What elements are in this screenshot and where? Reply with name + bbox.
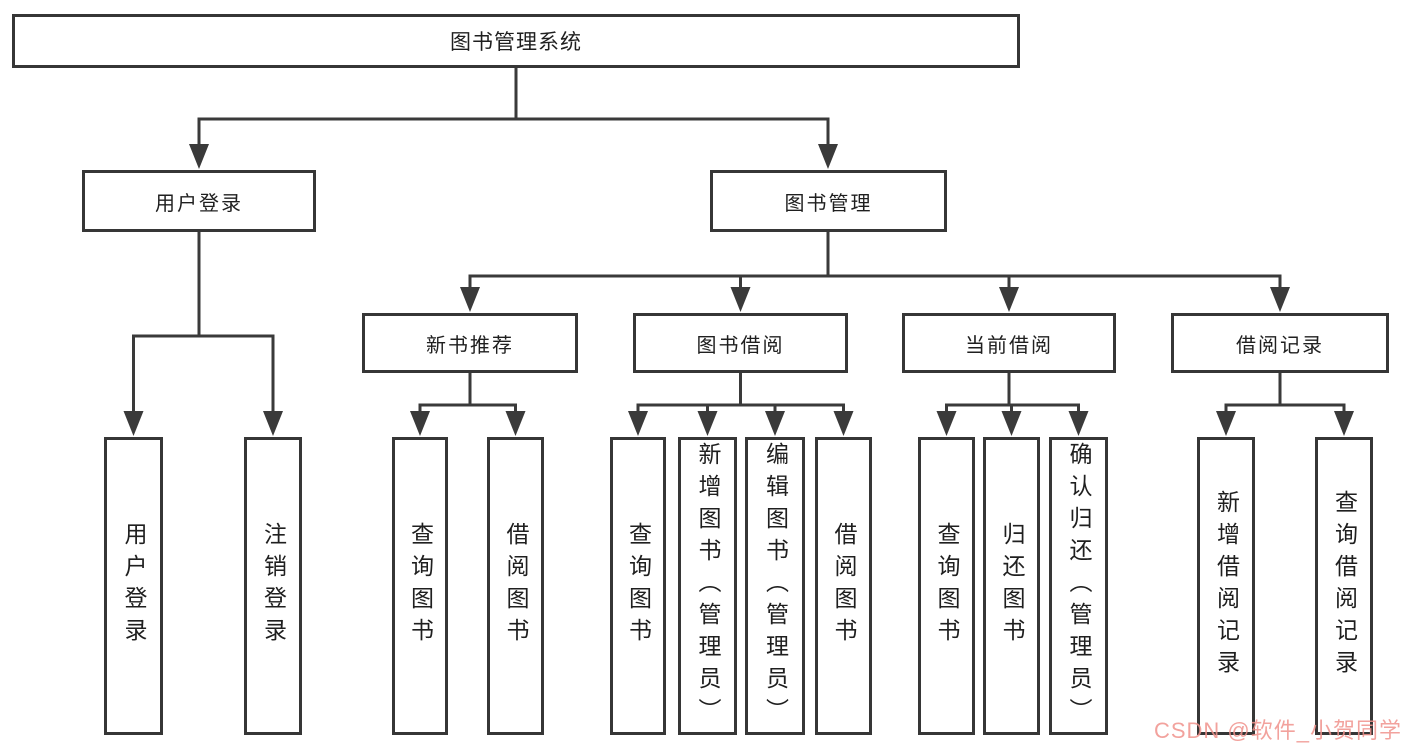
- arrowhead-icon: [697, 411, 718, 436]
- node-logout: 注销登录: [244, 437, 302, 735]
- arrowhead-icon: [833, 411, 854, 436]
- connector-book-management-to-level3: [460, 232, 1290, 312]
- connector-user-login-to-leaves: [123, 232, 283, 436]
- connector-line: [1224, 373, 1346, 414]
- node-cb-return-books: 归还图书: [983, 437, 1040, 735]
- connector-line: [636, 373, 845, 414]
- arrowhead-icon: [730, 287, 751, 312]
- connector-book-borrow-to-leaves: [628, 373, 854, 436]
- node-user-login-leaf: 用户登录: [104, 437, 163, 735]
- connector-line: [132, 232, 275, 413]
- connector-current-borrow-to-leaves: [936, 373, 1089, 436]
- arrowhead-icon: [1001, 411, 1022, 436]
- node-br-query-record: 查询借阅记录: [1315, 437, 1373, 735]
- connector-borrow-record-to-leaves: [1216, 373, 1354, 436]
- node-cb-query-books: 查询图书: [918, 437, 975, 735]
- node-label: 图书管理: [784, 192, 873, 215]
- connector-line: [945, 373, 1080, 414]
- csdn-watermark: CSDN @软件_小贺同学: [1153, 718, 1402, 743]
- node-label: 当前借阅: [965, 334, 1053, 357]
- node-bb-edit-books-admin: 编辑图书（管理员）: [745, 437, 805, 735]
- node-bb-add-books-admin: 新增图书（管理员）: [678, 437, 737, 735]
- node-label: 用户登录: [121, 522, 147, 650]
- node-label: 图书管理系统: [450, 31, 582, 54]
- arrowhead-icon: [1270, 287, 1290, 312]
- node-user-login: 用户登录: [82, 170, 316, 232]
- node-br-add-record: 新增借阅记录: [1197, 437, 1255, 735]
- node-cb-confirm-return-admin: 确认归还（管理员）: [1049, 437, 1108, 735]
- node-label: 归还图书: [999, 522, 1025, 650]
- node-label: 新增图书（管理员）: [695, 442, 721, 730]
- node-label: 借阅图书: [503, 522, 529, 650]
- arrowhead-icon: [1334, 411, 1354, 436]
- arrowhead-icon: [999, 287, 1019, 312]
- node-label: 查询借阅记录: [1331, 490, 1358, 682]
- connector-root-to-level2: [189, 68, 838, 169]
- arrowhead-icon: [410, 411, 430, 436]
- node-label: 图书借阅: [696, 334, 785, 357]
- node-book-borrow: 图书借阅: [633, 313, 848, 373]
- connector-line: [418, 373, 517, 414]
- arrowhead-icon: [1216, 411, 1236, 436]
- node-nb-borrow-books: 借阅图书: [487, 437, 544, 735]
- node-new-book-recommend: 新书推荐: [362, 313, 578, 373]
- connector-line: [197, 68, 830, 146]
- node-label: 借阅图书: [831, 522, 857, 650]
- node-label: 查询图书: [934, 522, 960, 650]
- node-bb-borrow-books: 借阅图书: [815, 437, 872, 735]
- node-borrow-record: 借阅记录: [1171, 313, 1389, 373]
- arrowhead-icon: [460, 287, 480, 312]
- connector-line: [468, 232, 1282, 289]
- node-label: 查询图书: [407, 522, 434, 650]
- node-label: 新书推荐: [426, 334, 514, 357]
- arrowhead-icon: [505, 411, 526, 436]
- node-library-management-system: 图书管理系统: [12, 14, 1020, 68]
- node-label: 查询图书: [625, 522, 652, 650]
- node-current-borrow: 当前借阅: [902, 313, 1116, 373]
- node-label: 借阅记录: [1236, 334, 1324, 357]
- node-label: 用户登录: [155, 192, 243, 215]
- connector-new-book-to-leaves: [410, 373, 526, 436]
- arrowhead-icon: [628, 411, 648, 436]
- node-label: 确认归还（管理员）: [1066, 442, 1092, 730]
- node-label: 编辑图书（管理员）: [762, 442, 789, 730]
- node-nb-query-books: 查询图书: [392, 437, 448, 735]
- node-book-management: 图书管理: [710, 170, 947, 232]
- node-label: 注销登录: [260, 522, 287, 650]
- arrowhead-icon: [1068, 411, 1089, 436]
- arrowhead-icon: [936, 411, 957, 436]
- node-bb-query-books: 查询图书: [610, 437, 666, 735]
- arrowhead-icon: [765, 411, 785, 436]
- node-label: 新增借阅记录: [1213, 490, 1240, 682]
- arrowhead-icon: [818, 144, 838, 169]
- arrowhead-icon: [123, 411, 144, 436]
- arrowhead-icon: [189, 144, 209, 169]
- arrowhead-icon: [263, 411, 283, 436]
